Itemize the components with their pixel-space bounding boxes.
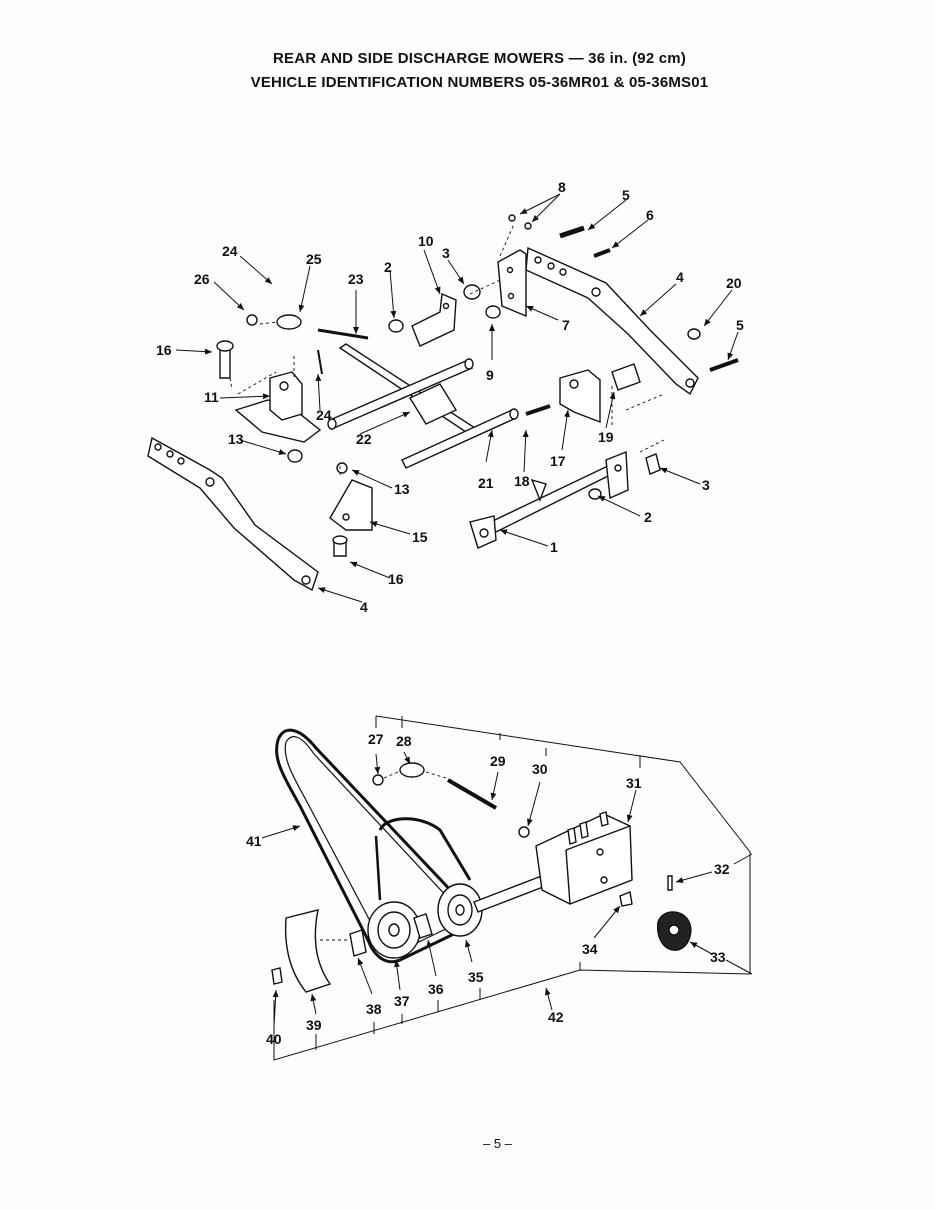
spacer-38 [349, 929, 367, 957]
callout-4b: 4 [676, 269, 684, 285]
callout-15: 15 [412, 529, 428, 545]
callout-24a: 24 [222, 243, 238, 259]
callout-4a: 4 [360, 599, 368, 615]
callout-29: 29 [490, 753, 506, 769]
callout-30: 30 [532, 761, 548, 777]
leaders-upper [175, 193, 739, 603]
callout-5b: 5 [736, 317, 744, 333]
title-line-2: VEHICLE IDENTIFICATION NUMBERS 05-36MR01… [250, 74, 709, 91]
callout-35: 35 [468, 969, 484, 985]
callout-10: 10 [418, 233, 434, 249]
callout-2a: 2 [644, 509, 652, 525]
callout-2b: 2 [384, 259, 392, 275]
callout-23: 23 [348, 271, 364, 287]
callout-1: 1 [550, 539, 558, 555]
lift-arm-right [525, 246, 699, 396]
callout-38: 38 [366, 1001, 382, 1017]
upper-assembly [147, 214, 739, 592]
callout-34: 34 [582, 941, 598, 957]
callout-9: 9 [486, 367, 494, 383]
callout-8: 8 [558, 179, 566, 195]
plate-11 [234, 399, 322, 443]
callout-labels-lower: 27 28 29 30 31 32 33 34 35 36 37 38 39 4… [246, 731, 730, 1047]
callout-19: 19 [598, 429, 614, 445]
callout-3a: 3 [702, 477, 710, 493]
callout-5a: 5 [622, 187, 630, 203]
callout-39: 39 [306, 1017, 322, 1033]
spacer-19 [611, 363, 641, 391]
callout-24b: 24 [316, 407, 332, 423]
callout-7: 7 [562, 317, 570, 333]
callout-13b: 13 [394, 481, 410, 497]
lift-arm-left [147, 436, 319, 592]
spacer-36 [413, 913, 433, 939]
callout-37: 37 [394, 993, 410, 1009]
callout-22: 22 [356, 431, 372, 447]
bracket-15 [329, 479, 373, 531]
page-number: – 5 – [483, 1136, 512, 1151]
block-17 [559, 369, 601, 424]
callout-42: 42 [548, 1009, 564, 1025]
guard-39 [284, 909, 332, 993]
callout-18: 18 [514, 473, 530, 489]
callout-40: 40 [266, 1031, 282, 1047]
hardware-upper [216, 214, 739, 557]
callout-31: 31 [626, 775, 642, 791]
callout-13a: 13 [228, 431, 244, 447]
callout-33: 33 [710, 949, 726, 965]
lower-assembly [271, 715, 751, 1061]
bracket-10 [411, 292, 457, 347]
callout-27: 27 [368, 731, 384, 747]
callout-28: 28 [396, 733, 412, 749]
belt-41 [275, 728, 466, 964]
title-line-1: REAR AND SIDE DISCHARGE MOWERS — 36 in. … [272, 50, 687, 67]
callout-21: 21 [478, 475, 494, 491]
callout-11: 11 [204, 389, 219, 405]
callout-16b: 16 [388, 571, 404, 587]
callout-6: 6 [646, 207, 654, 223]
leaders-lower [273, 716, 753, 1060]
callout-25: 25 [306, 251, 322, 267]
callout-36: 36 [428, 981, 444, 997]
lever-rod-1 [477, 463, 617, 539]
callout-26: 26 [194, 271, 210, 287]
callout-17: 17 [550, 453, 566, 469]
callout-labels-upper: 1 2 2 3 3 4 4 5 5 6 7 8 9 10 11 13 13 15… [156, 179, 744, 615]
callout-32: 32 [714, 861, 730, 877]
bracket-7 [497, 249, 527, 318]
callout-20: 20 [726, 275, 742, 291]
callout-16a: 16 [156, 342, 172, 358]
callout-41: 41 [246, 833, 262, 849]
hardware-lower [271, 762, 673, 985]
callout-3b: 3 [442, 245, 450, 261]
